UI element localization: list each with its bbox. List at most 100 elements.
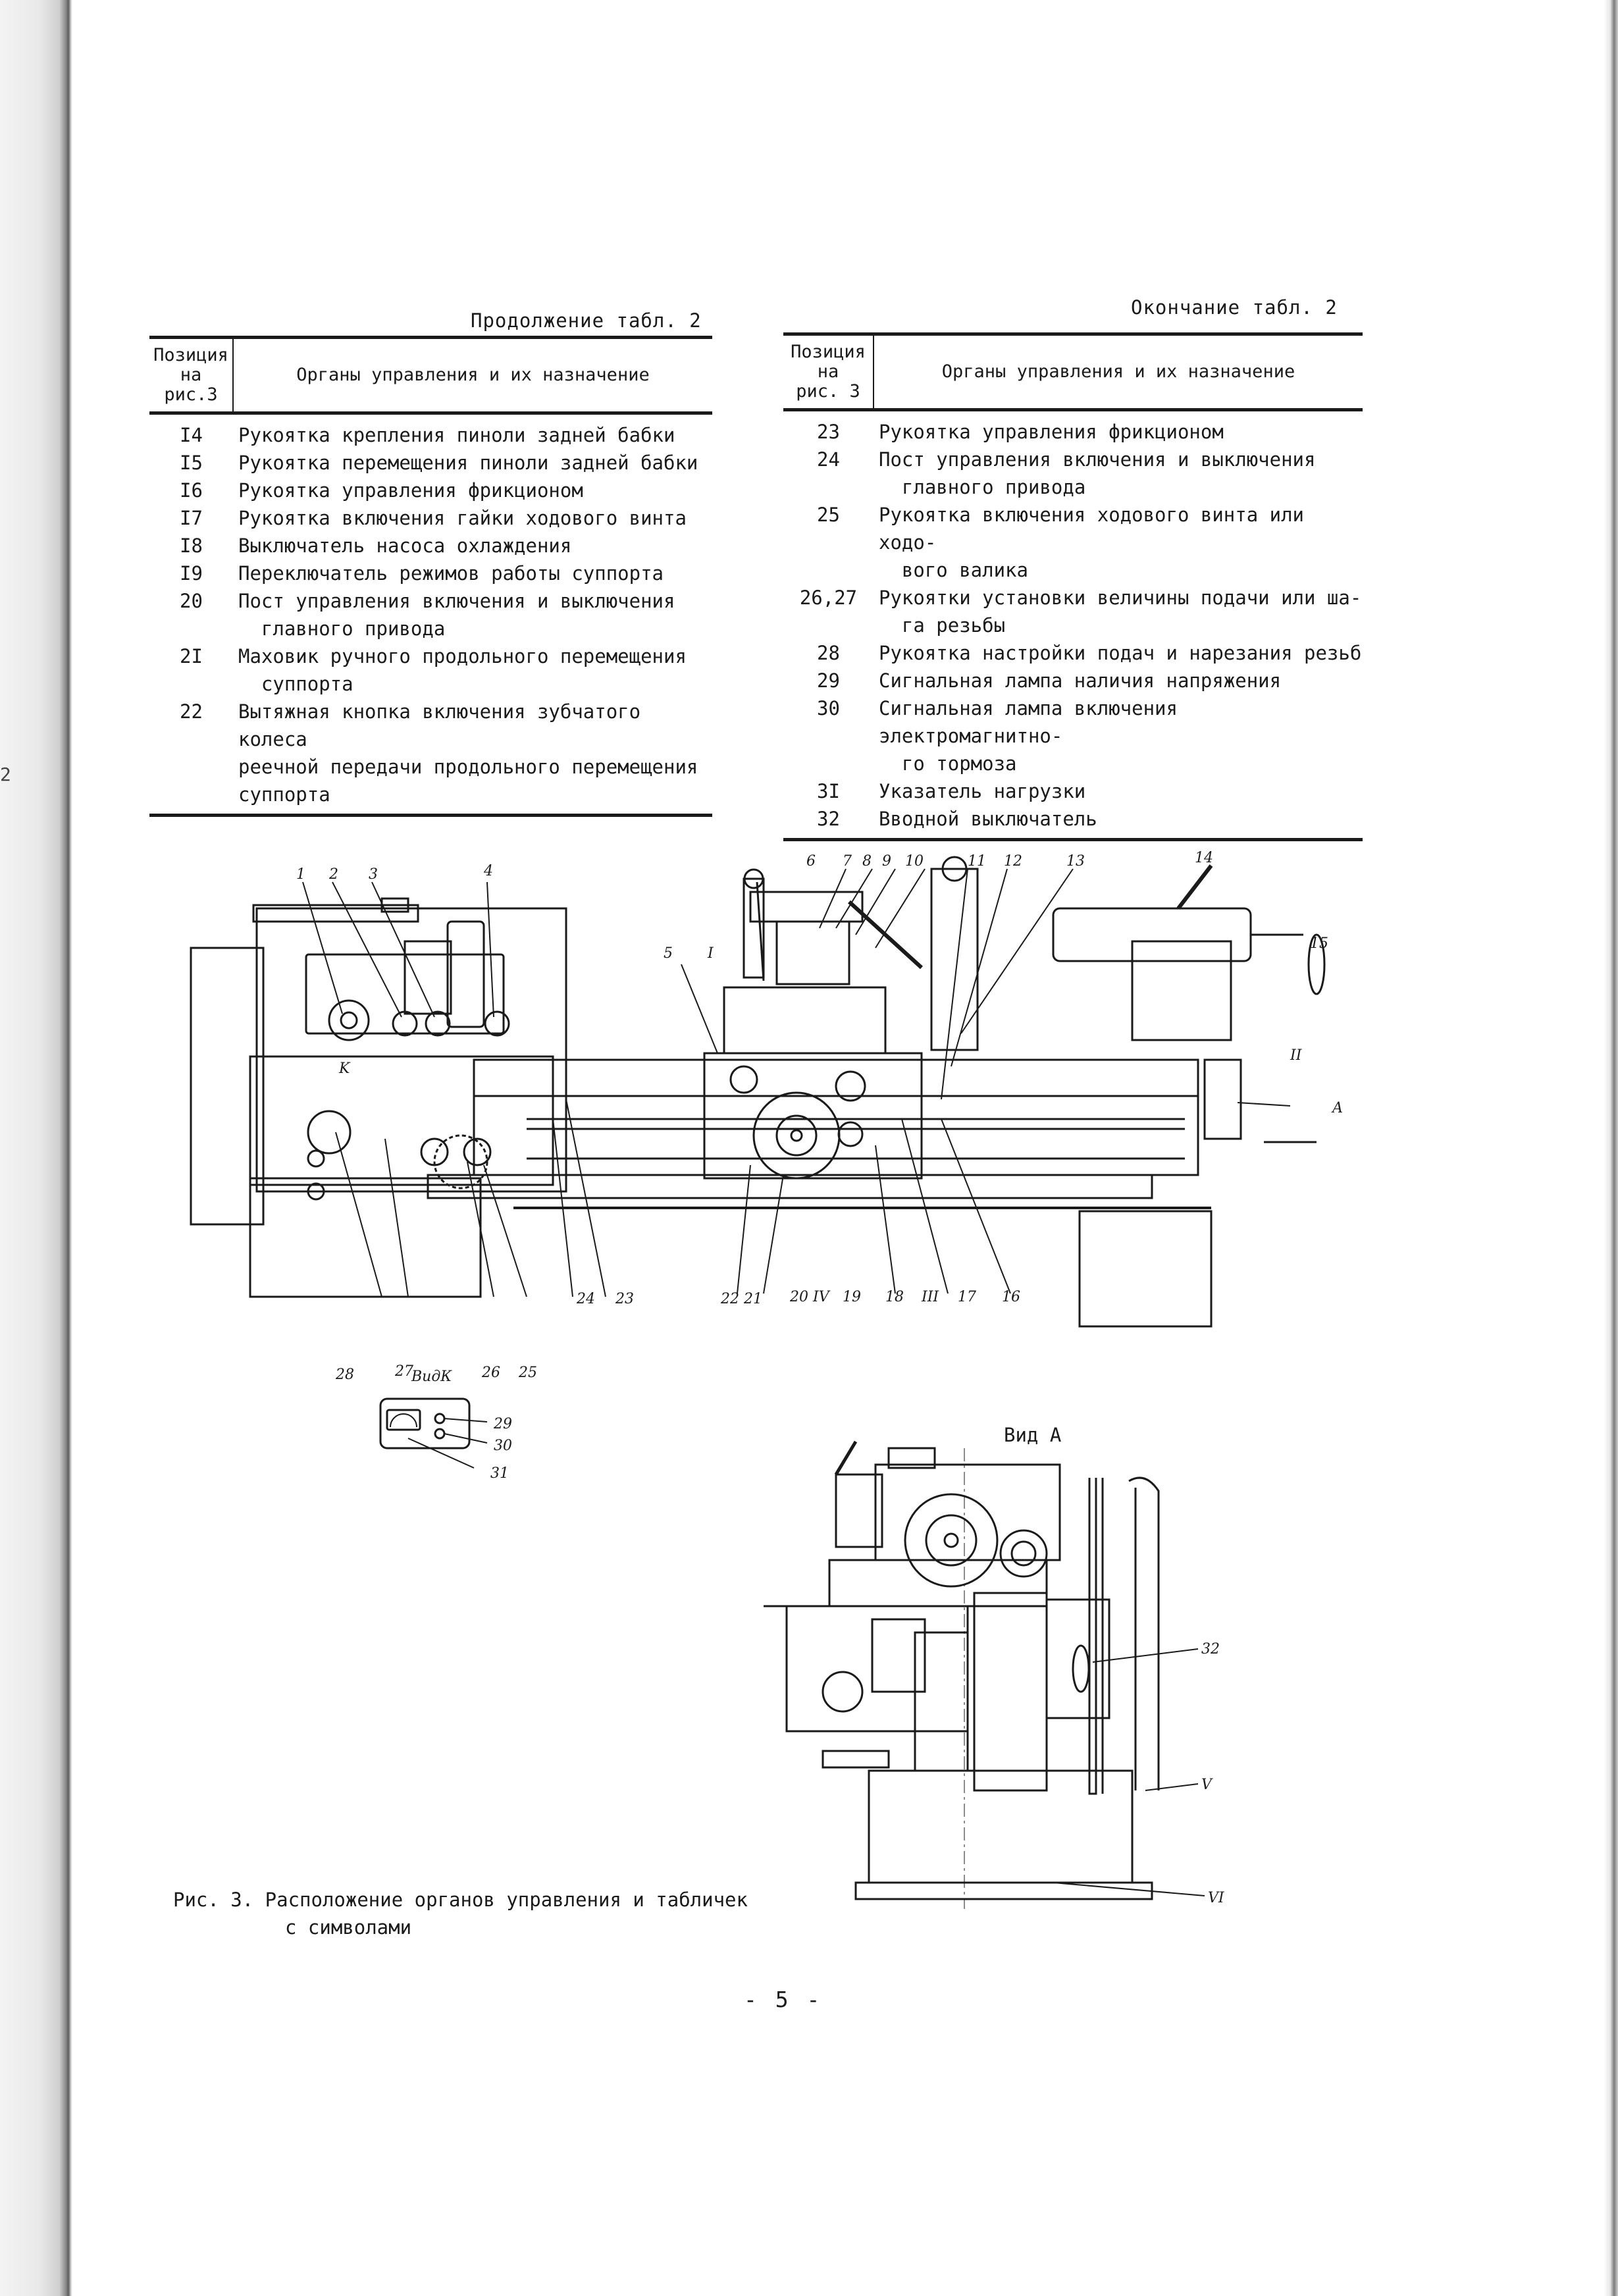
row-position: 29 bbox=[817, 669, 840, 692]
callout-15: 15 bbox=[1310, 935, 1328, 952]
row-description: Сигнальная лампа наличия напряжения bbox=[879, 669, 1282, 692]
callout-31: 31 bbox=[490, 1465, 509, 1482]
callout-19: 19 bbox=[843, 1289, 861, 1305]
figure-caption-line1: Рис. 3. Расположение органов управления … bbox=[173, 1889, 748, 1911]
row-description: Рукоятка крепления пиноли задней бабки bbox=[238, 424, 675, 446]
row-position: 28 bbox=[817, 642, 840, 664]
table-row: I9 Переключатель режимов работы суппорта bbox=[149, 560, 712, 587]
callout-VI: VI bbox=[1208, 1890, 1225, 1906]
callout-II: II bbox=[1290, 1047, 1303, 1064]
callout-8: 8 bbox=[862, 853, 872, 870]
callout-A: A bbox=[1331, 1100, 1343, 1116]
table-row: 2I Маховик ручного продольного перемещени… bbox=[149, 642, 712, 698]
callout-IV: IV bbox=[812, 1289, 831, 1305]
lathe-drawing: 1 2 3 4 5 I 6 7 8 9 10 11 12 13 14 15 II… bbox=[184, 843, 1343, 1955]
row-position: 30 bbox=[817, 697, 840, 719]
row-description: Рукоятка настройки подач и нарезания рез… bbox=[879, 642, 1362, 664]
row-position: I8 bbox=[180, 535, 203, 557]
lathe-drawing-svg: 1 2 3 4 5 I 6 7 8 9 10 11 12 13 14 15 II… bbox=[190, 850, 1343, 1909]
row-position: I9 bbox=[180, 562, 203, 585]
callout-3: 3 bbox=[369, 866, 378, 883]
figure-caption-line2: с символами bbox=[285, 1916, 412, 1939]
callout-1: 1 bbox=[296, 866, 305, 883]
row-position: 22 bbox=[149, 698, 233, 817]
left-header-description: Органы управления и их назначение bbox=[233, 336, 712, 415]
callout-17: 17 bbox=[958, 1289, 976, 1305]
figure-caption: Рис. 3. Расположение органов управления … bbox=[173, 1886, 748, 1941]
page-edge bbox=[1604, 0, 1618, 2296]
view-a-label: Вид А bbox=[1004, 1424, 1062, 1446]
row-description: Сигнальная лампа включения электромагнит… bbox=[879, 697, 1178, 775]
callout-12: 12 bbox=[1004, 853, 1022, 870]
callout-32: 32 bbox=[1201, 1641, 1220, 1657]
callout-25: 25 bbox=[518, 1365, 537, 1381]
row-description: Переключатель режимов работы суппорта bbox=[238, 562, 664, 585]
left-table-caption: Продолжение табл. 2 bbox=[471, 309, 702, 332]
row-description: Пост управления включения и выключения г… bbox=[879, 448, 1316, 498]
right-table-caption: Окончание табл. 2 bbox=[1131, 296, 1338, 319]
callout-22: 22 bbox=[720, 1291, 739, 1307]
left-header-position: Позиция на рис.3 bbox=[149, 336, 234, 415]
row-position: I4 bbox=[180, 424, 203, 446]
row-description: Рукоятка управления фрикционом bbox=[238, 479, 583, 502]
callout-10: 10 bbox=[905, 853, 924, 870]
row-description: Маховик ручного продольного перемещения … bbox=[238, 645, 687, 695]
callout-30: 30 bbox=[494, 1438, 512, 1454]
table-row: I6 Рукоятка управления фрикционом bbox=[149, 477, 712, 504]
right-header-position: Позиция на рис. 3 bbox=[783, 332, 874, 411]
right-controls-table: Позиция на рис. 3 Органы управления и их… bbox=[783, 332, 1363, 841]
view-a bbox=[764, 1440, 1205, 1909]
callout-vidk: ВидК bbox=[411, 1369, 452, 1385]
callout-18: 18 bbox=[885, 1289, 904, 1305]
table-row: 28 Рукоятка настройки подач и нарезания р… bbox=[783, 639, 1363, 667]
callout-14: 14 bbox=[1195, 850, 1213, 866]
callout-11: 11 bbox=[968, 853, 986, 870]
table-row: 26,27 Рукоятки установки величины подачи … bbox=[783, 584, 1363, 639]
row-description: Указатель нагрузки bbox=[879, 780, 1086, 802]
callout-2: 2 bbox=[328, 866, 338, 883]
callout-6: 6 bbox=[806, 853, 816, 870]
row-position: 24 bbox=[817, 448, 840, 471]
left-table-body: I4 Рукоятка крепления пиноли задней бабки… bbox=[149, 413, 712, 817]
callout-III: III bbox=[921, 1289, 939, 1305]
table-row: 30 Сигнальная лампа включения электромагн… bbox=[783, 694, 1363, 777]
row-description: Вытяжная кнопка включения зубчатого коле… bbox=[233, 698, 712, 817]
row-description: Рукоятка включения ходового винта или хо… bbox=[879, 504, 1305, 581]
callout-9: 9 bbox=[882, 853, 891, 870]
callout-21: 21 bbox=[743, 1291, 762, 1307]
row-position: 32 bbox=[783, 805, 874, 841]
callout-7: 7 bbox=[843, 853, 852, 870]
callout-29: 29 bbox=[493, 1416, 512, 1432]
left-controls-table: Позиция на рис.3 Органы управления и их … bbox=[149, 336, 712, 817]
callout-26: 26 bbox=[481, 1365, 500, 1381]
callout-I: I bbox=[707, 945, 714, 962]
row-description: Рукоятка управления фрикционом bbox=[879, 421, 1224, 443]
row-position: 26,27 bbox=[799, 587, 858, 609]
right-header-description: Органы управления и их назначение bbox=[874, 332, 1363, 411]
row-position: I6 bbox=[180, 479, 203, 502]
table-row: I4 Рукоятка крепления пиноли задней бабки bbox=[149, 413, 712, 450]
margin-mark: 2 bbox=[0, 764, 11, 785]
row-position: 2I bbox=[180, 645, 203, 667]
callout-23: 23 bbox=[615, 1291, 634, 1307]
callout-27: 27 bbox=[394, 1363, 413, 1380]
table-row: 29 Сигнальная лампа наличия напряжения bbox=[783, 667, 1363, 694]
callout-24: 24 bbox=[576, 1291, 595, 1307]
callout-20: 20 bbox=[789, 1289, 808, 1305]
row-description: Рукоятки установки величины подачи или ш… bbox=[879, 587, 1362, 637]
row-description: Рукоятка включения гайки ходового винта bbox=[238, 507, 687, 529]
front-view bbox=[190, 856, 1326, 1328]
view-k-panel bbox=[379, 1397, 488, 1469]
row-position: I5 bbox=[180, 452, 203, 474]
callout-28: 28 bbox=[335, 1367, 354, 1383]
callout-16: 16 bbox=[1002, 1289, 1020, 1305]
